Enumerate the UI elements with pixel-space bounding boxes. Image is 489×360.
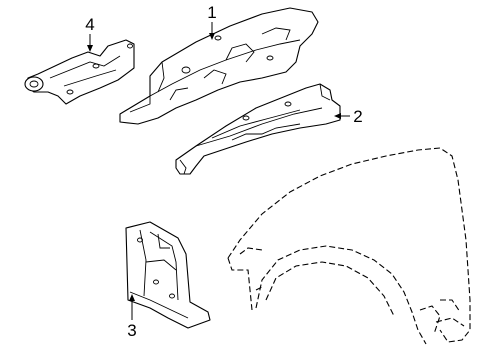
- callout-3: 3: [127, 294, 137, 340]
- callout-2: 2: [334, 107, 363, 126]
- callout-label-2: 2: [353, 107, 362, 126]
- callout-1: 1: [207, 3, 217, 40]
- apron-upper-part-1: [119, 7, 319, 125]
- bracket-part-3: [125, 221, 211, 329]
- callout-label-1: 1: [207, 3, 216, 22]
- bracket-part-4: [24, 39, 135, 105]
- callout-label-3: 3: [127, 321, 136, 340]
- apron-lower-part-2: [175, 83, 341, 175]
- callout-4: 4: [85, 15, 95, 52]
- callout-label-4: 4: [85, 15, 94, 34]
- fender: [227, 147, 471, 345]
